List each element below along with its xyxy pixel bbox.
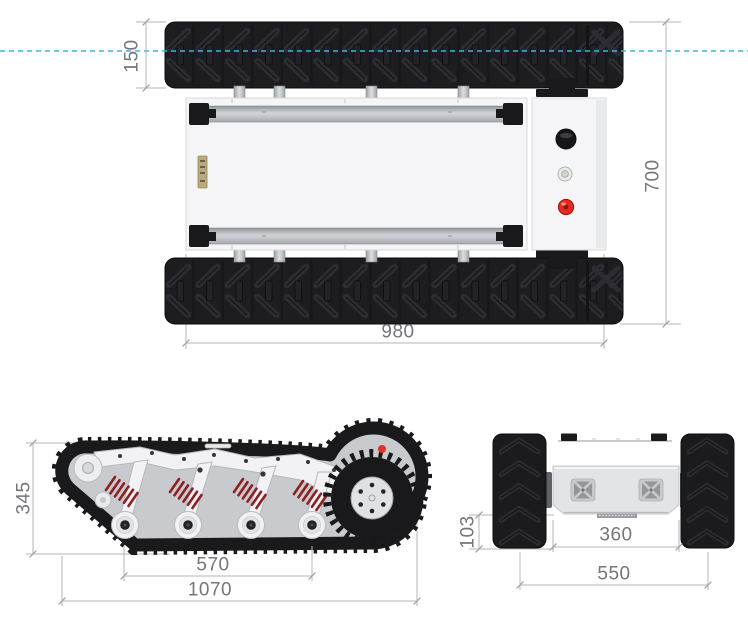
dim-label-road-wheel-span: 570 — [196, 554, 230, 576]
rear-view-left-track — [492, 433, 547, 549]
side-view — [26, 418, 433, 606]
dim-label-ground-clearance: 103 — [457, 515, 479, 549]
dim-overall-width — [629, 21, 681, 324]
dim-label-overall-height: 345 — [13, 481, 35, 515]
dim-track-center-distance — [519, 552, 709, 590]
dim-label-overall-length: 1070 — [187, 579, 233, 601]
side-view-drive-sprocket — [323, 445, 421, 547]
rear-view-body — [552, 433, 680, 518]
top-view-silver-button — [557, 166, 573, 182]
rear-view — [469, 433, 735, 590]
rear-handle-left — [561, 433, 577, 441]
rail-brackets — [189, 103, 523, 247]
rear-handle-right — [651, 433, 667, 441]
side-view-front-idler — [73, 453, 112, 509]
fan-grille-left — [570, 478, 596, 502]
dim-label-chassis-length: 980 — [381, 321, 415, 343]
fan-grille-right — [638, 478, 664, 502]
dim-label-track-center-distance: 550 — [597, 563, 631, 585]
top-view-track-mounts — [536, 78, 588, 269]
top-view-chassis-body — [185, 97, 607, 251]
top-view-red-estop-button — [557, 198, 575, 216]
top-view-upper-rail — [191, 105, 523, 123]
dim-label-body-width: 360 — [599, 524, 633, 546]
spec-label — [197, 155, 208, 189]
top-view-lower-rail — [191, 227, 523, 245]
top-view — [0, 18, 748, 349]
dim-track-width — [136, 21, 166, 89]
top-view-black-knob — [555, 128, 577, 150]
rear-connector-strip — [597, 513, 637, 518]
dim-label-track-width: 150 — [121, 39, 143, 73]
rear-view-right-track — [680, 433, 735, 549]
dim-label-overall-width: 700 — [642, 159, 664, 193]
sprocket-red-cap — [378, 445, 386, 453]
